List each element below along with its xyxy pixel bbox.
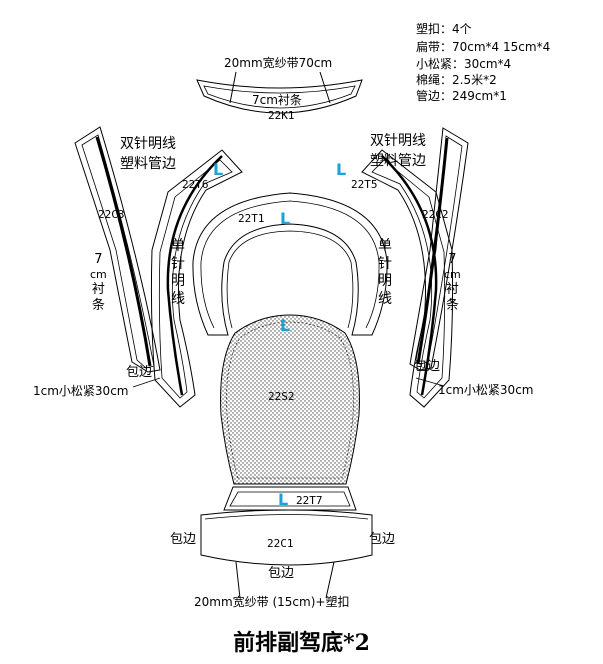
bottom-tape-left	[235, 561, 241, 599]
top-strip-22K1	[196, 71, 363, 114]
spec-line-1: 塑扣：4个	[416, 22, 472, 36]
bottom-small-code: 22T7	[296, 494, 323, 507]
left-elastic-label: 1cm小松紧30cm	[33, 384, 129, 398]
left-stitch-char-2: 针	[171, 255, 185, 272]
top-strip-code: 22K1	[268, 109, 295, 122]
marker-22T7: L	[278, 490, 289, 509]
left-liner-char-1: 7	[94, 252, 103, 267]
marker-22T1: L	[280, 209, 291, 228]
bottom-right-binding: 包边	[369, 532, 396, 547]
right-stitch-char-2: 针	[378, 255, 392, 272]
right-stitch-label: 单 针 明 线	[378, 238, 392, 308]
right-elastic-label: 1cm小松紧30cm	[438, 383, 534, 397]
left-strip-code: 22C3	[98, 208, 125, 221]
seat-22S2	[220, 314, 360, 485]
diagram-title: 前排副驾底*2	[233, 630, 370, 656]
left-strip-22C3	[74, 126, 161, 373]
left-liner-char-4: 条	[91, 298, 105, 314]
left-liner-label: 7 cm 衬 条	[90, 252, 107, 315]
bottom-panel-code: 22C1	[267, 537, 294, 550]
spec-line-2: 扁带：70cm*4 15cm*4	[416, 40, 551, 54]
bottom-tape-right	[325, 561, 335, 599]
bottom-panel-22C1	[200, 509, 373, 599]
right-liner-char-2: cm	[444, 268, 461, 282]
spec-line-4: 棉绳：2.5米*2	[416, 73, 497, 87]
left-stitch-char-1: 单	[171, 238, 185, 254]
spec-line-3: 小松紧：30cm*4	[416, 57, 512, 71]
right-liner-label: 7 cm 衬 条	[444, 252, 461, 315]
right-note-line2: 塑料管边	[370, 153, 426, 169]
left-note-line1: 双针明线	[120, 136, 176, 152]
right-side-code: 22T5	[351, 178, 378, 191]
left-note-line2: 塑料管边	[120, 156, 176, 172]
left-side-piece-22T6	[150, 149, 243, 408]
left-liner-char-2: cm	[90, 268, 107, 282]
left-stitch-char-4: 线	[171, 290, 185, 307]
bottom-left-binding: 包边	[170, 532, 197, 547]
right-binding-label: 包边	[414, 359, 441, 374]
right-stitch-char-3: 明	[378, 273, 392, 289]
center-frame-22T1	[192, 192, 388, 336]
bottom-center-binding: 包边	[268, 566, 295, 581]
left-liner-char-3: 衬	[91, 282, 105, 297]
right-stitch-char-4: 线	[378, 290, 392, 307]
left-side-code: 22T6	[182, 178, 209, 191]
marker-22T6: L	[213, 160, 224, 179]
top-strip-tape-right	[319, 71, 331, 104]
marker-22S2: L	[280, 316, 291, 335]
left-binding-label: 包边	[126, 365, 153, 380]
right-strip-code: 22C2	[422, 208, 449, 221]
marker-22T5: L	[336, 160, 347, 179]
top-tape-label: 20mm宽纱带70cm	[224, 56, 333, 70]
left-stitch-label: 单 针 明 线	[171, 238, 185, 308]
top-liner-label: 7cm衬条	[252, 93, 302, 107]
leader-lines	[132, 377, 445, 388]
bottom-small-piece-22T7	[223, 486, 357, 511]
top-strip-tape-left	[229, 71, 237, 104]
bottom-tape-label: 20mm宽纱带 (15cm)+塑扣	[194, 595, 350, 609]
spec-line-5: 管边：249cm*1	[416, 89, 507, 103]
left-stitch-char-3: 明	[171, 273, 185, 289]
center-frame-code: 22T1	[238, 212, 265, 225]
right-liner-char-1: 7	[448, 252, 457, 267]
right-stitch-char-1: 单	[378, 238, 392, 254]
right-side-piece-22T5	[361, 149, 454, 408]
right-liner-char-3: 衬	[445, 282, 459, 297]
right-note-line1: 双针明线	[370, 133, 426, 149]
seat-code: 22S2	[268, 390, 295, 403]
right-liner-char-4: 条	[445, 298, 459, 314]
